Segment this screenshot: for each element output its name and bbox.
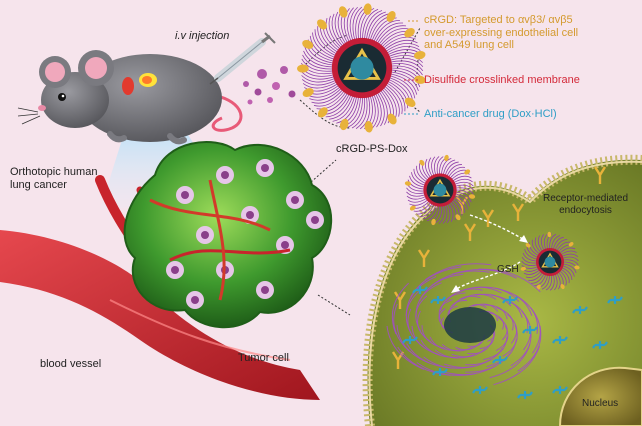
legend-membrane: Disulfide crosslinked membrane	[424, 74, 580, 86]
endocytosis-label-line2: endocytosis	[559, 204, 612, 216]
receptor-5	[593, 166, 607, 184]
receptors	[391, 166, 607, 369]
nucleus-label: Nucleus	[582, 398, 619, 409]
nucleus	[558, 366, 642, 426]
tumor-vessel	[149, 198, 271, 232]
nanoparticle-large	[297, 3, 426, 133]
nanoparticle-label: cRGD-PS-Dox	[336, 143, 408, 155]
drug-9	[592, 341, 608, 349]
drug-12	[472, 386, 488, 394]
legend-crgd: cRGD: Targeted to αvβ3/ αvβ5 over-expres…	[424, 14, 578, 52]
drug-1	[430, 296, 446, 304]
legend-crgd-line1: cRGD: Targeted to αvβ3/ αvβ5	[424, 14, 573, 26]
tumor-cell-membrane	[362, 154, 642, 426]
syringe	[209, 32, 276, 85]
drug-7	[572, 306, 588, 314]
receptor-3	[417, 249, 431, 267]
arrow-head-2	[451, 285, 460, 293]
drug-2	[502, 296, 518, 304]
tumor-vessel	[208, 179, 226, 301]
model-label: Orthotopic human lung cancer	[10, 166, 97, 191]
drug-4	[492, 356, 508, 364]
model-label-line1: Orthotopic human	[10, 166, 98, 178]
receptor-1	[481, 209, 495, 227]
nanoparticle-approaching	[404, 154, 476, 226]
legend-leaders	[404, 20, 420, 115]
drug-5	[432, 368, 448, 376]
drug-3	[522, 326, 538, 334]
approaching-particle	[404, 154, 476, 226]
tumor	[123, 141, 333, 329]
drug-8	[552, 386, 568, 394]
legend-crgd-line3: and A549 lung cell	[424, 39, 514, 52]
drug-0	[412, 286, 428, 294]
legend-drug: Anti-cancer drug (Dox·HCl)	[424, 108, 557, 120]
injection-label: i.v injection	[175, 30, 230, 42]
crgd-ps-dox-particle	[297, 3, 426, 133]
drug-11	[517, 391, 533, 399]
legend-crgd-line2: over-expressing endothelial cell	[424, 26, 579, 39]
tumor-vessel	[169, 248, 291, 262]
mouse	[17, 50, 243, 145]
receptor-2	[511, 203, 525, 221]
drug-13	[607, 296, 623, 304]
arrow-head-1	[519, 235, 528, 243]
drug-10	[402, 336, 418, 344]
model-label-line2: lung cancer	[10, 178, 67, 191]
blood-vessel-label: blood vessel	[40, 358, 102, 370]
tumor-cell-label: Tumor cell	[238, 352, 289, 364]
receptor-6	[393, 291, 407, 309]
receptor-4	[463, 223, 477, 241]
particle-spray	[243, 66, 296, 105]
drug-molecules	[402, 286, 623, 399]
nanoparticle-endosome	[520, 231, 580, 291]
endocytosis-label: Receptor-mediated endocytosis	[543, 193, 628, 216]
endocytosis-label-line1: Receptor-mediated	[543, 193, 629, 204]
endosome-particle	[520, 231, 580, 291]
drug-6	[552, 336, 568, 344]
gsh-label: GSH	[497, 264, 519, 275]
